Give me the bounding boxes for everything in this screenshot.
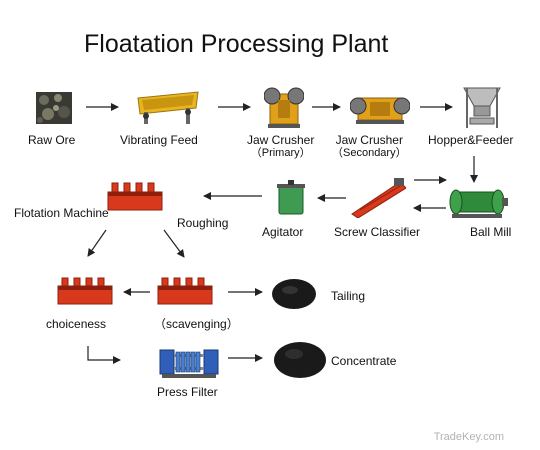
raw-ore-icon [36, 92, 72, 124]
tailing-powder-icon [272, 279, 316, 309]
hopper-feeder-node [462, 84, 502, 137]
vibrating-feed-node [136, 88, 200, 131]
scavenging-label: （scavenging） [154, 317, 239, 331]
jaw-crusher-secondary-node [349, 92, 411, 131]
jaw-crusher-primary-icon [263, 87, 305, 128]
press-filter-icon [159, 349, 219, 378]
agitator-node [276, 180, 306, 221]
raw-ore-node [36, 92, 72, 129]
concentrate-powder-icon [274, 342, 326, 378]
press-filter-node [158, 340, 220, 385]
screw-classifier-node [350, 178, 407, 223]
jaw-crusher-primary-node [263, 84, 305, 135]
vibrating-feed-label: Vibrating Feed [120, 133, 198, 147]
ball-mill-label: Ball Mill [470, 225, 512, 239]
flotation-machine-label: Flotation Machine [14, 206, 109, 220]
hopper-feeder-label: Hopper&Feeder [428, 133, 514, 147]
watermark: TradeKey.com [433, 431, 504, 443]
jaw-crusher-secondary-label: Jaw Crusher （Secondary） [332, 134, 407, 160]
hopper-feeder-icon [463, 87, 501, 128]
screw-classifier-icon [351, 178, 407, 219]
tailing-node [270, 276, 318, 315]
tailing-label: Tailing [331, 289, 366, 303]
jaw-crusher-primary-label: Jaw Crusher （Primary） [247, 134, 314, 160]
agitator-icon [277, 180, 305, 215]
choiceness-node [56, 276, 114, 311]
agitator-label: Agitator [262, 225, 304, 239]
roughing-label: Roughing [177, 216, 229, 230]
jaw-crusher-primary-sublabel: （Primary） [250, 147, 311, 159]
concentrate-node [272, 340, 328, 385]
flotation-machine-node [106, 180, 164, 217]
scavenging-node [156, 276, 214, 311]
arrow-choiceness-to-pressfilter [87, 346, 121, 364]
jaw-crusher-secondary-title: Jaw Crusher [335, 133, 403, 147]
page-title: Floatation Processing Plant [84, 30, 389, 58]
choiceness-flotation-icon [57, 277, 113, 305]
vibrating-feeder-icon [137, 91, 199, 124]
concentrate-label: Concentrate [331, 354, 397, 368]
choiceness-label: choiceness [46, 317, 107, 331]
ball-mill-node [448, 184, 510, 225]
jaw-crusher-secondary-sublabel: （Secondary） [332, 147, 407, 159]
screw-classifier-label: Screw Classifier [334, 225, 421, 239]
ball-mill-icon [449, 189, 508, 218]
jaw-crusher-secondary-icon [349, 97, 411, 124]
arrow-flotation-to-scavenging [163, 229, 185, 258]
flotation-machine-icon [107, 182, 163, 211]
arrow-flotation-to-choiceness [87, 229, 107, 257]
press-filter-label: Press Filter [157, 385, 218, 399]
scavenging-flotation-icon [157, 277, 213, 305]
jaw-crusher-primary-title: Jaw Crusher [247, 133, 315, 147]
raw-ore-label: Raw Ore [28, 133, 76, 147]
